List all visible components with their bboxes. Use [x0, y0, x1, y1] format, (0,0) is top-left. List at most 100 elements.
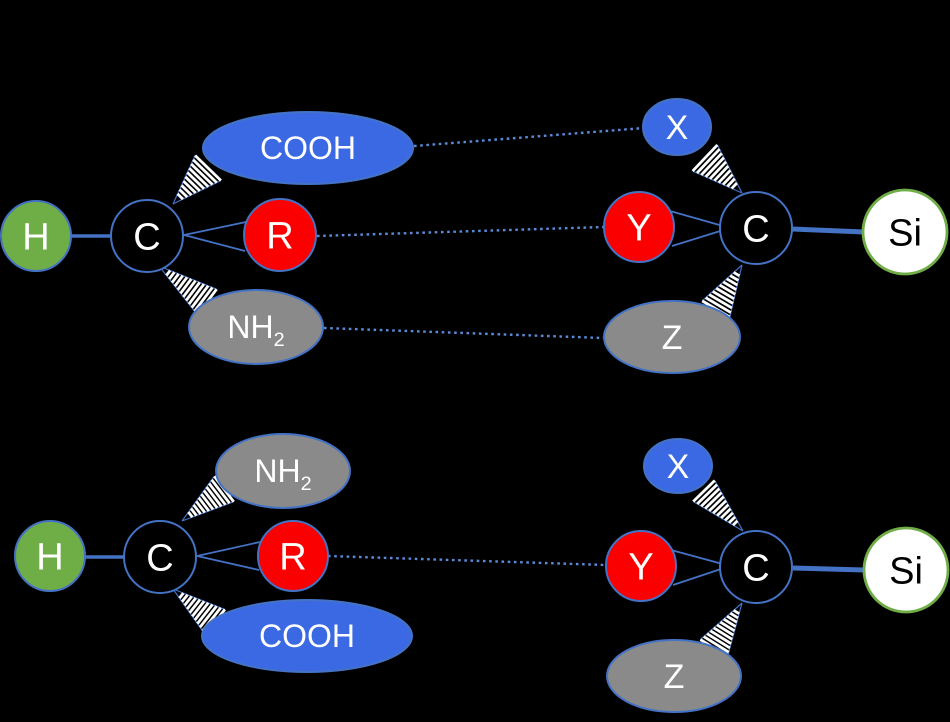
hatch-stripe — [208, 482, 227, 506]
node-si-bottom-shape — [862, 526, 950, 614]
hatch-stripe — [184, 175, 201, 192]
hatch-stripe — [178, 188, 189, 199]
node-x-top-shape — [642, 98, 712, 156]
node-z-top-label: Z — [662, 319, 683, 357]
node-x-bottom-label: X — [667, 448, 690, 486]
wedge-edge — [183, 234, 246, 252]
hatch-stripe — [190, 162, 214, 186]
hatch-stripe — [195, 500, 206, 514]
hatch-stripe — [709, 629, 732, 645]
hatch-stripe — [180, 593, 189, 603]
dotted-bond — [323, 326, 604, 340]
node-z-top: Z — [603, 300, 741, 374]
hatch-stripe — [708, 495, 725, 512]
hatch-stripe — [193, 286, 214, 313]
hatch-stripe — [200, 493, 215, 511]
hatch-stripe — [712, 290, 734, 305]
wedge-edge — [172, 180, 222, 205]
node-c-right-bottom: C — [719, 530, 793, 604]
node-h-top: H — [0, 200, 72, 272]
hatch-stripe — [726, 614, 738, 624]
hatch-stripe — [706, 632, 731, 650]
hatch-stripe — [724, 511, 734, 522]
hatch-stripe — [210, 479, 231, 505]
node-y-bottom-shape — [605, 530, 677, 602]
node-x-bottom: X — [643, 438, 713, 494]
node-r-top-label: R — [266, 215, 293, 257]
wedge-edge — [716, 144, 743, 194]
hatch-stripe — [708, 160, 728, 180]
hatch-stripe — [716, 503, 730, 517]
hatch-stripe — [730, 182, 738, 190]
node-h-bottom-shape — [14, 520, 86, 592]
solid-bond — [792, 565, 865, 573]
hatch-stripe — [183, 595, 193, 607]
node-r-top-shape — [243, 198, 317, 272]
hatch-stripe — [176, 192, 184, 201]
node-r-top: R — [243, 198, 317, 272]
wedge-edge — [729, 264, 743, 318]
hatch-stripe — [205, 486, 223, 508]
hatch-stripe — [726, 177, 736, 188]
node-z-bottom-label: Z — [664, 658, 685, 696]
node-z-bottom: Z — [606, 639, 742, 713]
hatch-stripe — [198, 605, 218, 629]
hatch-stripe — [180, 184, 193, 196]
node-cooh-bottom-label: COOH — [259, 618, 355, 654]
hatch-stripe — [186, 597, 197, 610]
hatch-stripe — [191, 600, 206, 618]
hatch-stripe — [178, 592, 185, 599]
node-c-right-bottom-shape — [719, 530, 793, 604]
node-cooh-bottom-shape — [201, 599, 413, 673]
hatch-stripe — [705, 296, 732, 314]
hatch-stripe — [696, 483, 718, 505]
hatch-stripe — [186, 171, 206, 190]
hatch-stripe — [196, 603, 214, 625]
wedge-edge — [196, 555, 260, 571]
hatch-wedge — [158, 265, 218, 316]
hatch-stripe — [194, 154, 222, 182]
node-c-right-top: C — [719, 191, 793, 265]
node-r-bottom: R — [257, 520, 329, 592]
hatch-stripe — [722, 280, 737, 291]
node-c-alpha-top: C — [110, 199, 184, 273]
hatch-stripe — [187, 511, 194, 518]
hatch-stripe — [704, 156, 725, 178]
node-c-alpha-top-label: C — [133, 216, 160, 258]
node-h-top-shape — [0, 200, 72, 272]
hatch-stripe — [717, 169, 732, 184]
node-z-bottom-shape — [606, 639, 742, 713]
node-r-bottom-label: R — [279, 536, 306, 578]
hatch-stripe — [188, 598, 202, 614]
node-c-alpha-top-shape — [110, 199, 184, 273]
node-nh2-bottom-shape — [215, 433, 351, 509]
node-y-top: Y — [603, 191, 675, 263]
node-h-bottom-label: H — [36, 536, 63, 578]
node-h-top-label: H — [22, 216, 49, 258]
node-nh2-top-shape — [188, 289, 324, 365]
hatch-wedge — [172, 154, 222, 205]
hatch-stripe — [700, 487, 721, 508]
hatch-stripe — [712, 626, 733, 641]
plain-wedge — [183, 221, 247, 252]
hatch-stripe — [704, 491, 723, 510]
node-y-top-shape — [603, 191, 675, 263]
hatch-stripe — [179, 278, 193, 295]
node-nh2-bottom-label: NH2 — [254, 453, 311, 495]
node-nh2-top: NH2 — [188, 289, 324, 365]
node-y-bottom-label: Y — [628, 546, 653, 588]
hatch-stripe — [712, 499, 728, 515]
hatch-stripe — [185, 281, 201, 302]
hatch-stripe — [728, 515, 737, 524]
hatch-stripe — [729, 612, 739, 620]
hatch-wedge — [692, 479, 744, 532]
node-c-right-bottom-label: C — [742, 547, 769, 589]
node-nh2-bottom: NH2 — [215, 433, 351, 509]
hatch-stripe — [192, 158, 218, 184]
hatch-stripe — [732, 519, 739, 527]
hatch-stripe — [713, 165, 730, 182]
node-x-top-label: X — [666, 109, 689, 147]
hatch-stripe — [197, 496, 210, 512]
node-c-right-top-shape — [719, 191, 793, 265]
